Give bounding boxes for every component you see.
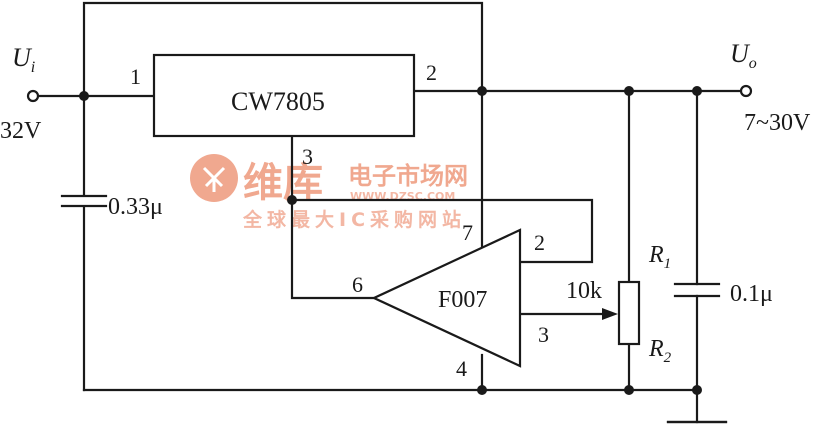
junctions bbox=[79, 86, 702, 395]
pot-value: 10k bbox=[566, 278, 602, 304]
input-voltage: 32V bbox=[0, 118, 42, 144]
potentiometer: 10k R1 R2 bbox=[566, 242, 672, 366]
wires bbox=[36, 1, 742, 424]
pot-r2: R2 bbox=[648, 336, 672, 366]
junction-dot bbox=[79, 91, 89, 101]
input-symbol: Ui bbox=[12, 43, 35, 76]
junction-dot bbox=[477, 385, 487, 395]
junction-dot bbox=[287, 195, 297, 205]
opamp-f007: F007 6 7 2 3 4 bbox=[352, 220, 549, 381]
output-range: 7~30V bbox=[744, 110, 811, 136]
input-capacitor: 0.33μ bbox=[60, 194, 163, 220]
junction-dot bbox=[692, 86, 702, 96]
regulator-pin-2: 2 bbox=[426, 60, 437, 85]
opamp-pin-7: 7 bbox=[462, 220, 473, 245]
regulator-cw7805: CW7805 1 2 3 bbox=[130, 53, 437, 169]
watermark-line1: 电子市场网 bbox=[348, 162, 468, 190]
watermark-brand: 维库 bbox=[243, 160, 323, 206]
junction-dot bbox=[624, 385, 634, 395]
output-symbol: Uo bbox=[730, 39, 757, 72]
junction-dot bbox=[692, 385, 702, 395]
output-cap-value: 0.1μ bbox=[730, 281, 773, 307]
opamp-pin-3: 3 bbox=[538, 322, 549, 347]
input-cap-value: 0.33μ bbox=[108, 194, 163, 220]
junction-dot bbox=[477, 86, 487, 96]
input-terminal bbox=[26, 89, 40, 103]
watermark: 维库 电子市场网 WWW.DZSC.COM 全球最大IC采购网站 bbox=[190, 154, 468, 231]
regulator-pin-1: 1 bbox=[130, 64, 141, 89]
opamp-pin-4: 4 bbox=[456, 356, 467, 381]
output-terminal bbox=[739, 84, 753, 98]
regulator-name: CW7805 bbox=[231, 87, 325, 116]
regulator-pin-3: 3 bbox=[302, 144, 313, 169]
output-capacitor: 0.1μ bbox=[673, 281, 773, 307]
opamp-pin-2: 2 bbox=[534, 230, 545, 255]
opamp-pin-6: 6 bbox=[352, 272, 363, 297]
pot-r1: R1 bbox=[648, 242, 671, 272]
watermark-line2: 全球最大IC采购网站 bbox=[242, 208, 466, 231]
wiper-arrow-icon bbox=[602, 308, 618, 320]
junction-dot bbox=[624, 86, 634, 96]
opamp-name: F007 bbox=[438, 287, 487, 313]
